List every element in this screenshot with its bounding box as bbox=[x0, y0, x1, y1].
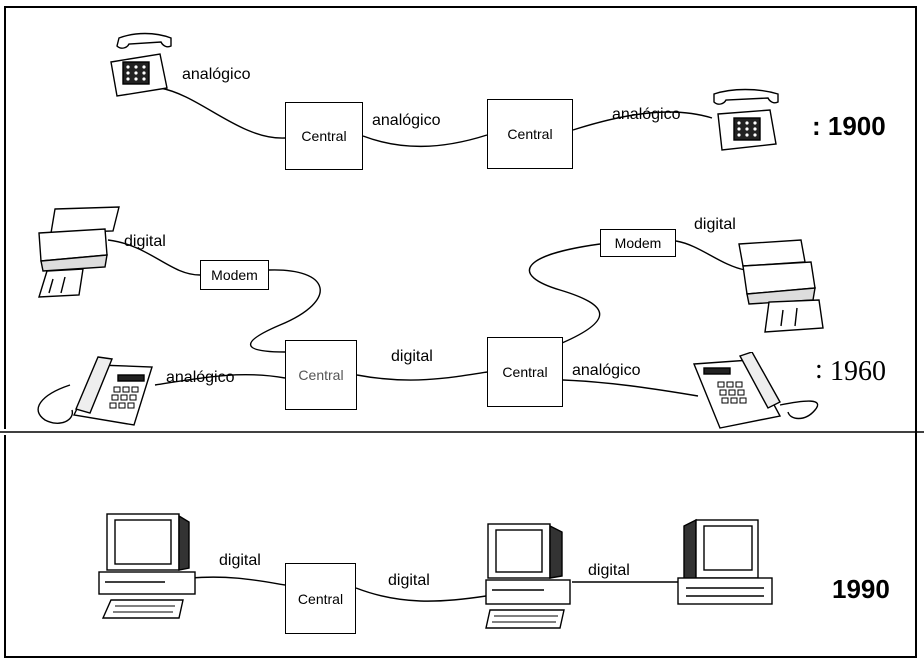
telephone-icon bbox=[72, 356, 153, 426]
modem-box-right: Modem bbox=[600, 229, 676, 257]
wire-modem-right-to-fax bbox=[675, 240, 746, 271]
diagram-frame bbox=[4, 6, 917, 658]
fax-machine-icon bbox=[738, 239, 824, 333]
wire-central-to-central-1960 bbox=[356, 371, 488, 381]
telephone-icon bbox=[692, 352, 782, 429]
row-divider bbox=[0, 431, 924, 433]
label-pc-to-pc-1990: digital bbox=[588, 562, 630, 579]
central-box-1960-right: Central bbox=[487, 337, 563, 407]
telephone-icon bbox=[713, 88, 779, 151]
computer-icon bbox=[677, 518, 773, 605]
wire-central-to-phone-right-1960 bbox=[562, 379, 699, 397]
label-fax-right-1960: digital bbox=[694, 216, 736, 233]
wire-fax-left-to-modem bbox=[107, 239, 201, 276]
label-central-to-pc-1990: digital bbox=[388, 572, 430, 589]
modem-box-left: Modem bbox=[200, 260, 269, 290]
wire-central-to-pc-middle bbox=[355, 587, 487, 602]
year-label-1960: 1960 bbox=[830, 356, 886, 387]
year-colon-1960: : bbox=[815, 354, 823, 385]
label-pc-left-1990: digital bbox=[219, 552, 261, 569]
computer-icon bbox=[98, 513, 196, 619]
fax-machine-icon bbox=[38, 206, 120, 298]
label-phone-right-1960: analógico bbox=[572, 362, 641, 379]
year-label-1990: 1990 bbox=[832, 574, 890, 604]
year-label-1900: : 1900 bbox=[812, 111, 886, 141]
label-phone-right-1900: analógico bbox=[612, 106, 681, 123]
label-between-centrals-1960: digital bbox=[391, 348, 433, 365]
central-box-1990: Central bbox=[285, 563, 356, 634]
computer-icon bbox=[485, 523, 571, 629]
telephone-icon bbox=[110, 32, 172, 97]
central-box-1900-right: Central bbox=[487, 99, 573, 169]
label-phone-left-1900: analógico bbox=[182, 66, 251, 83]
label-fax-left-1960: digital bbox=[124, 233, 166, 250]
central-box-1960-left: Central bbox=[285, 340, 357, 410]
wire-central-to-phone-right bbox=[572, 111, 713, 131]
phone-left-cord bbox=[37, 384, 74, 424]
label-between-centrals-1900: analógico bbox=[372, 112, 441, 129]
label-phone-left-1960: analógico bbox=[166, 369, 235, 386]
wire-phone-left-to-central bbox=[159, 87, 286, 139]
wire-central-to-central bbox=[362, 134, 488, 148]
wire-pc-left-to-central bbox=[189, 576, 286, 586]
wire-modem-right-to-central bbox=[528, 243, 601, 344]
wire-modem-left-to-central bbox=[249, 269, 321, 353]
wire-phone-left-to-central-1960 bbox=[154, 374, 286, 386]
phone-right-cord bbox=[779, 400, 819, 420]
central-box-1900-left: Central bbox=[285, 102, 363, 170]
